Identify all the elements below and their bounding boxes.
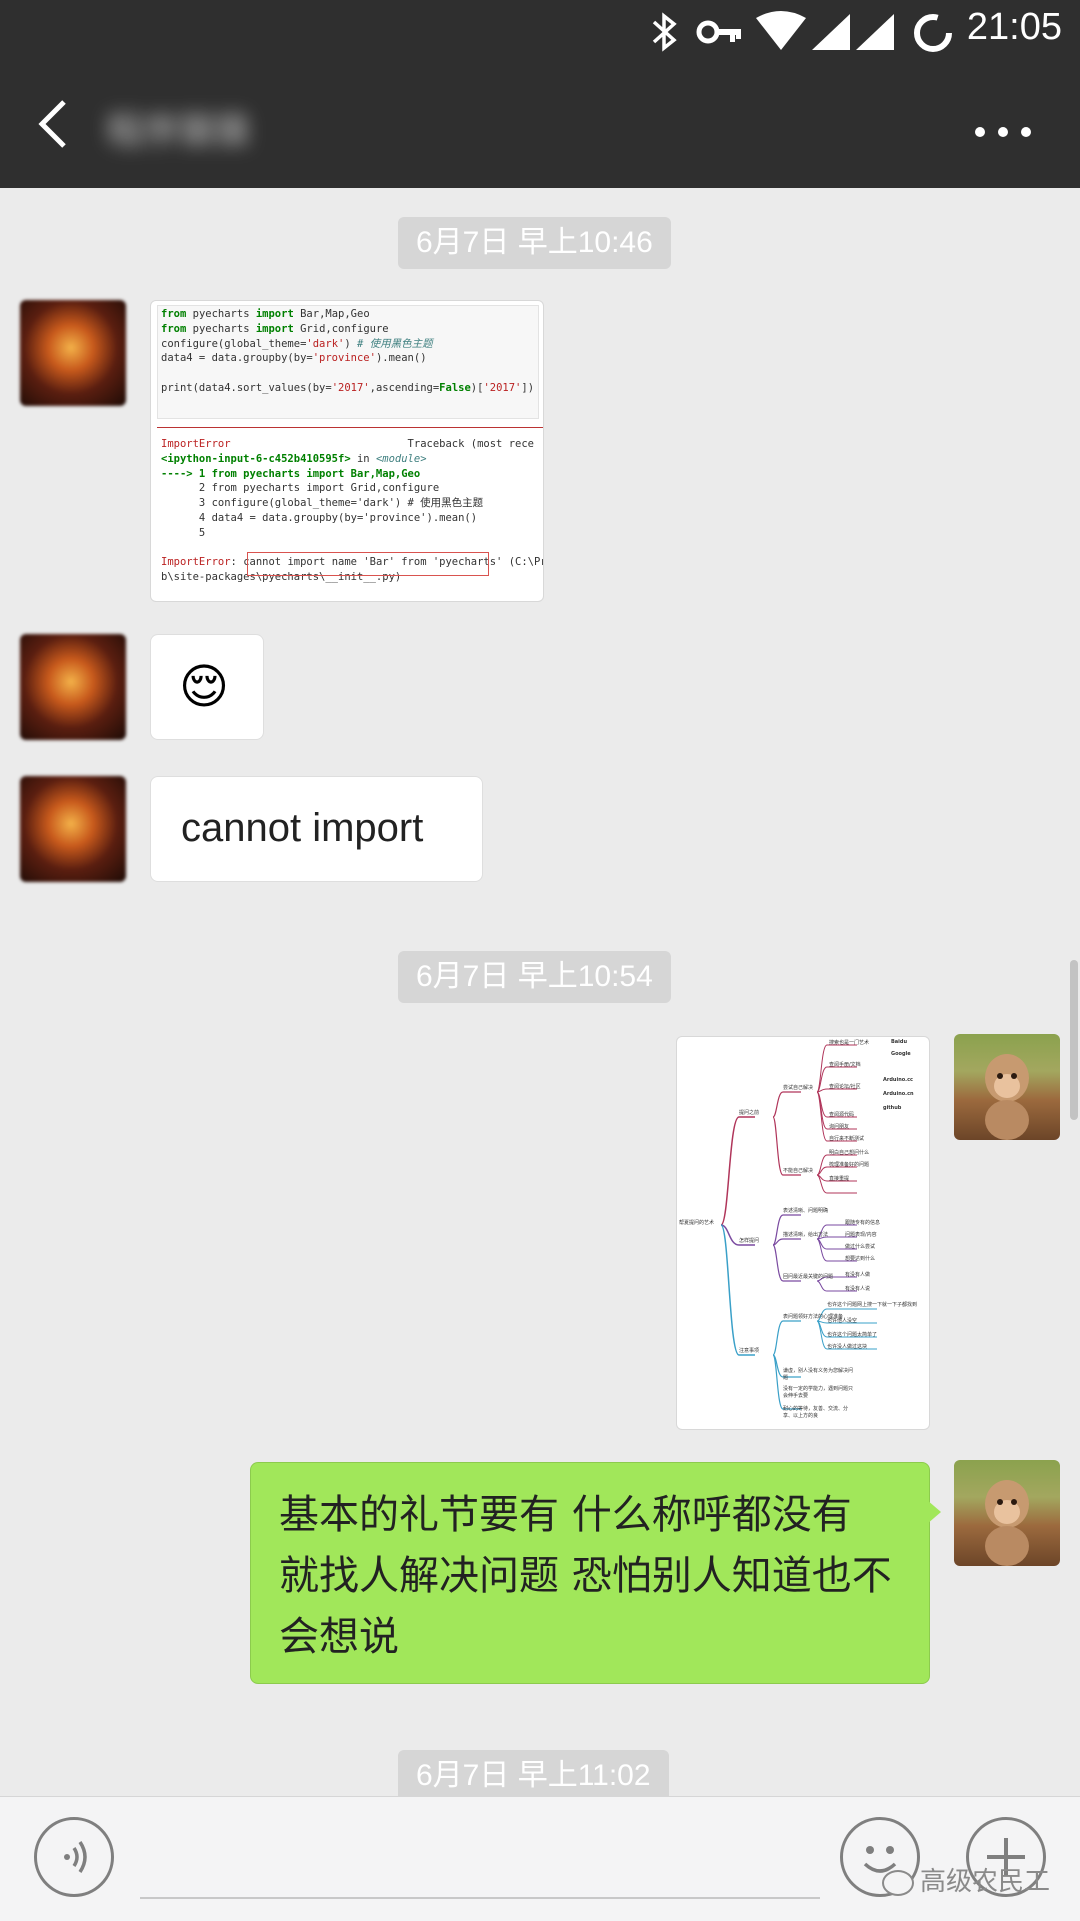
mindmap-leaf: Google [891, 1051, 911, 1057]
mindmap-leaf: Arduino.cc [883, 1077, 914, 1083]
signal-icon-1 [812, 14, 850, 50]
mindmap-branch: 怎样提问 [739, 1238, 760, 1244]
error-divider [157, 427, 543, 428]
text-bubble[interactable]: cannot import [150, 776, 483, 882]
signal-icon-2 [856, 14, 894, 50]
voice-icon [64, 1841, 87, 1873]
self-avatar[interactable] [954, 1034, 1060, 1140]
scrollbar[interactable] [1070, 960, 1078, 1120]
contact-avatar[interactable] [20, 634, 126, 740]
code-input-cell [157, 305, 539, 419]
code-screenshot-image[interactable]: from pyecharts import Bar,Map,Geo from p… [150, 300, 544, 602]
mindmap-leaf: 搜索也是一门艺术 [829, 1040, 870, 1046]
message-input[interactable] [140, 1897, 820, 1899]
chat-title: 程序猿猿 [106, 111, 251, 152]
bluetooth-icon [652, 12, 677, 52]
mindmap-leaf: 有没有人说 [845, 1286, 871, 1292]
mindmap-leaf: 询问朋友 [829, 1124, 850, 1130]
mindmap-leaf: 也许他人没空 [827, 1318, 858, 1324]
mindmap-node: 表问题领好方法的心理准备 [783, 1314, 844, 1320]
mindmap-leaf: 直接重提 [829, 1176, 850, 1182]
code-error-text: ImportError Traceback (most rece <ipytho… [161, 438, 544, 584]
status-time: 21:05 [966, 6, 1062, 48]
battery-sync-icon [914, 14, 952, 52]
emoji-button[interactable] [840, 1817, 920, 1897]
mindmap-leaf: 明白自己想问什么 [829, 1150, 870, 1156]
watermark: 高级农民工 [881, 1861, 1050, 1898]
mindmap-leaf: github [883, 1105, 902, 1111]
mindmap-leaf: 有没有人做 [845, 1272, 871, 1278]
mindmap-root: 帮夏提问的艺术 [679, 1220, 715, 1226]
mindmap-diagram [720, 1044, 877, 1410]
back-arrow-icon[interactable] [26, 92, 90, 156]
wechat-logo-icon [881, 1869, 914, 1896]
mindmap-node: 描述清晰，给出方法 [783, 1232, 829, 1238]
input-bar: 高级农民工 [0, 1796, 1080, 1921]
message-text: cannot import [181, 806, 424, 850]
error-highlight-box [247, 552, 489, 576]
mindmap-leaf: 查阅论坛/社区 [829, 1084, 861, 1090]
mindmap-leaf: Arduino.cn [883, 1091, 914, 1097]
mindmap-leaf: 也许没人做过这块 [827, 1344, 868, 1350]
bubble-tail [927, 1500, 941, 1524]
chat-header: 程序猿猿 [0, 64, 1080, 188]
mindmap-leaf: 问题表现/内容 [845, 1232, 877, 1238]
timestamp: 6月7日 早上10:46 [398, 217, 671, 269]
monkey-avatar-icon [985, 1480, 1029, 1566]
plus-icon [987, 1838, 1025, 1876]
timestamp: 6月7日 早上11:02 [398, 1750, 669, 1802]
message-line: 会想说 [279, 1614, 399, 1660]
mindmap-node: 表述清晰、问题明确 [783, 1208, 829, 1214]
self-avatar[interactable] [954, 1460, 1060, 1566]
mindmap-leaf: 跟随专有的信息 [845, 1220, 881, 1226]
code-input-text: from pyecharts import Bar,Map,Geo from p… [161, 308, 535, 394]
emoji-bubble[interactable]: 😌 [150, 634, 264, 740]
vpn-key-icon [696, 20, 741, 44]
voice-button[interactable] [34, 1817, 114, 1897]
mindmap-node: 回问最近最关键的问题 [783, 1274, 834, 1280]
mindmap-branch: 注意事项 [739, 1348, 760, 1354]
contact-avatar[interactable] [20, 776, 126, 882]
timestamp: 6月7日 早上10:54 [398, 951, 671, 1003]
mindmap-leaf: 也许这个问题太简单了 [827, 1332, 878, 1338]
more-icon[interactable] [968, 94, 1038, 158]
contact-avatar[interactable] [20, 300, 126, 406]
mindmap-branch: 提问之前 [739, 1110, 760, 1116]
mindmap-leaf: 做过什么尝试 [845, 1244, 876, 1250]
mindmap-leaf: 谦虚，别人没有义务为您解决问题 [783, 1368, 854, 1381]
mindmap-image[interactable]: 帮夏提问的艺术 提问之前 怎样提问 注意事项 尝试自己解决 不能自己解决 表述清… [676, 1036, 930, 1430]
mindmap-leaf: 查阅手册/文档 [829, 1062, 861, 1068]
mindmap-leaf: 自行来不断测试 [829, 1136, 865, 1142]
mindmap-leaf: 也许这个问题网上搜一下就一下子都找到 [827, 1302, 918, 1308]
smiley-icon [863, 1846, 897, 1873]
relieved-face-emoji: 😌 [179, 659, 230, 715]
message-line: 基本的礼节要有 什么称呼都没有 [279, 1492, 852, 1538]
add-button[interactable] [966, 1817, 1046, 1897]
mindmap-leaf: 没有一定的学能力，遇到问题只会伸手去要 [783, 1386, 854, 1399]
monkey-avatar-icon [985, 1054, 1029, 1140]
message-line: 就找人解决问题 恐怕别人知道也不 [279, 1553, 892, 1599]
status-bar: 21:05 [0, 0, 1080, 64]
mindmap-node: 不能自己解决 [783, 1168, 814, 1174]
self-text-bubble[interactable]: 基本的礼节要有 什么称呼都没有 就找人解决问题 恐怕别人知道也不 会想说 [250, 1462, 930, 1684]
mindmap-leaf: Baidu [891, 1039, 908, 1045]
mindmap-leaf: 想要达到什么 [845, 1256, 876, 1262]
mindmap-node: 尝试自己解决 [783, 1085, 814, 1091]
mindmap-leaf: 查阅源代码 [829, 1112, 855, 1118]
mindmap-leaf: 梳理准备好的问题 [829, 1162, 870, 1168]
mindmap-leaf: 耐心的等待，友善、交流、分享、以上方的良 [783, 1406, 849, 1419]
wifi-icon [756, 11, 806, 50]
